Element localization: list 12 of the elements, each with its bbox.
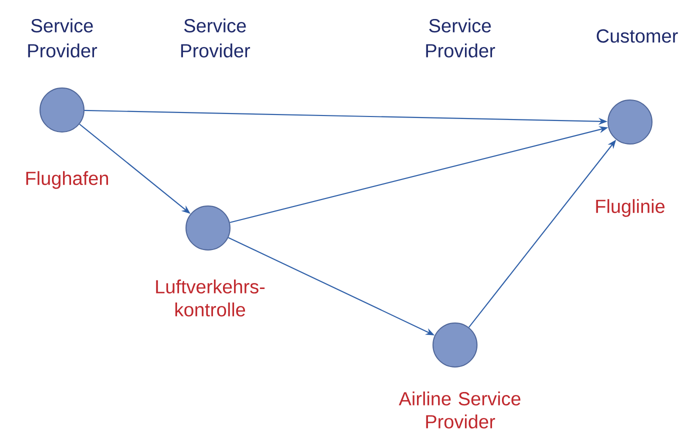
column-heading: Customer [596, 29, 678, 43]
column-heading: Service Provider [28, 18, 98, 58]
node-label: Luftverkehrs-kontrolle [156, 280, 265, 316]
node-label: Airline Service Provider [398, 392, 520, 428]
circle-node [432, 322, 478, 368]
column-heading: Service Provider [181, 18, 250, 58]
node-label: Fluglinie [596, 199, 665, 217]
circle-node [40, 87, 84, 132]
column-heading: Service Provider [426, 18, 496, 58]
node-label: Flughafen [26, 171, 108, 189]
circle-node [186, 205, 230, 250]
circle-node [608, 100, 652, 144]
